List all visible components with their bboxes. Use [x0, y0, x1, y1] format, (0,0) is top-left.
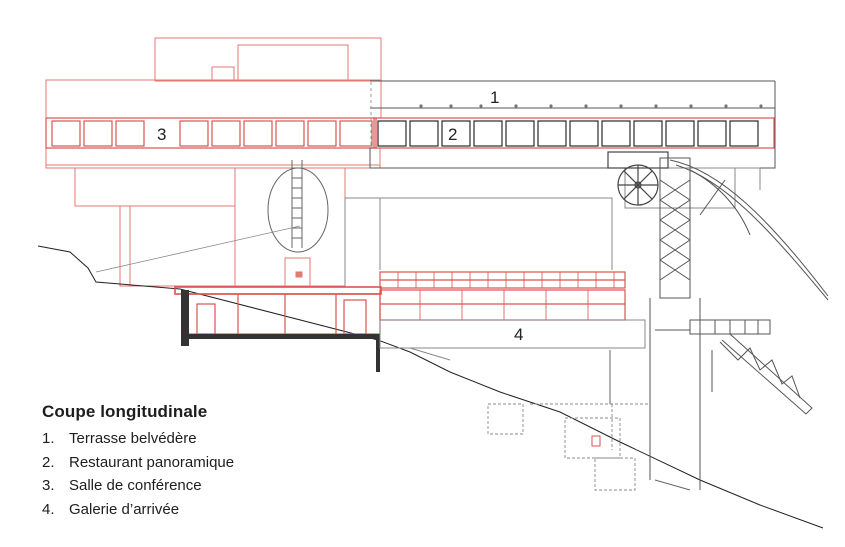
foundations-solid — [591, 350, 691, 491]
arrival-gallery — [174, 271, 626, 335]
support-cables — [669, 159, 829, 301]
legend-item: 3. Salle de conférence — [42, 474, 234, 498]
legend-item-number: 1. — [42, 430, 55, 447]
legend-list: 1. Terrasse belvédère 2. Restaurant panora… — [42, 427, 234, 521]
legend-item-label: Galerie d’arrivée — [69, 500, 180, 518]
terrace-rail-dots — [419, 104, 763, 108]
legend-item: 1. Terrasse belvédère — [42, 427, 234, 451]
lattice-ramp — [689, 319, 813, 415]
spherical-tank — [267, 160, 329, 253]
gallery-verticals — [397, 272, 615, 320]
legend-item-label: Terrasse belvédère — [69, 430, 197, 447]
legend-item-label: Restaurant panoramique — [69, 453, 235, 471]
terrain-line — [37, 245, 824, 529]
legend-item-number: 3. — [42, 477, 55, 494]
gallery-base — [379, 319, 646, 361]
legend: Coupe longitudinale 1. Terrasse belvédère… — [42, 402, 234, 521]
marker-terrace: 1 — [490, 88, 499, 107]
marker-gallery: 4 — [514, 325, 523, 344]
upper-building-outline — [45, 37, 382, 287]
legend-item: 4. Galerie d’arrivée — [42, 498, 234, 522]
legend-title: Coupe longitudinale — [42, 402, 208, 421]
legend-item-number: 2. — [42, 453, 55, 471]
marker-restaurant: 2 — [448, 125, 457, 144]
cable-line — [95, 225, 301, 273]
restaurant-volume — [369, 80, 776, 169]
restaurant-windows — [373, 117, 775, 149]
conference-windows — [45, 117, 377, 149]
legend-item-number: 4. — [42, 500, 55, 518]
gallery-slab — [181, 290, 380, 372]
foundations — [487, 403, 650, 491]
marker-conference: 3 — [157, 125, 166, 144]
structure-frame — [344, 167, 761, 286]
legend-item: 2. Restaurant panoramique — [42, 451, 234, 475]
legend-item-label: Salle de conférence — [69, 477, 202, 494]
bullwheel — [607, 151, 669, 206]
